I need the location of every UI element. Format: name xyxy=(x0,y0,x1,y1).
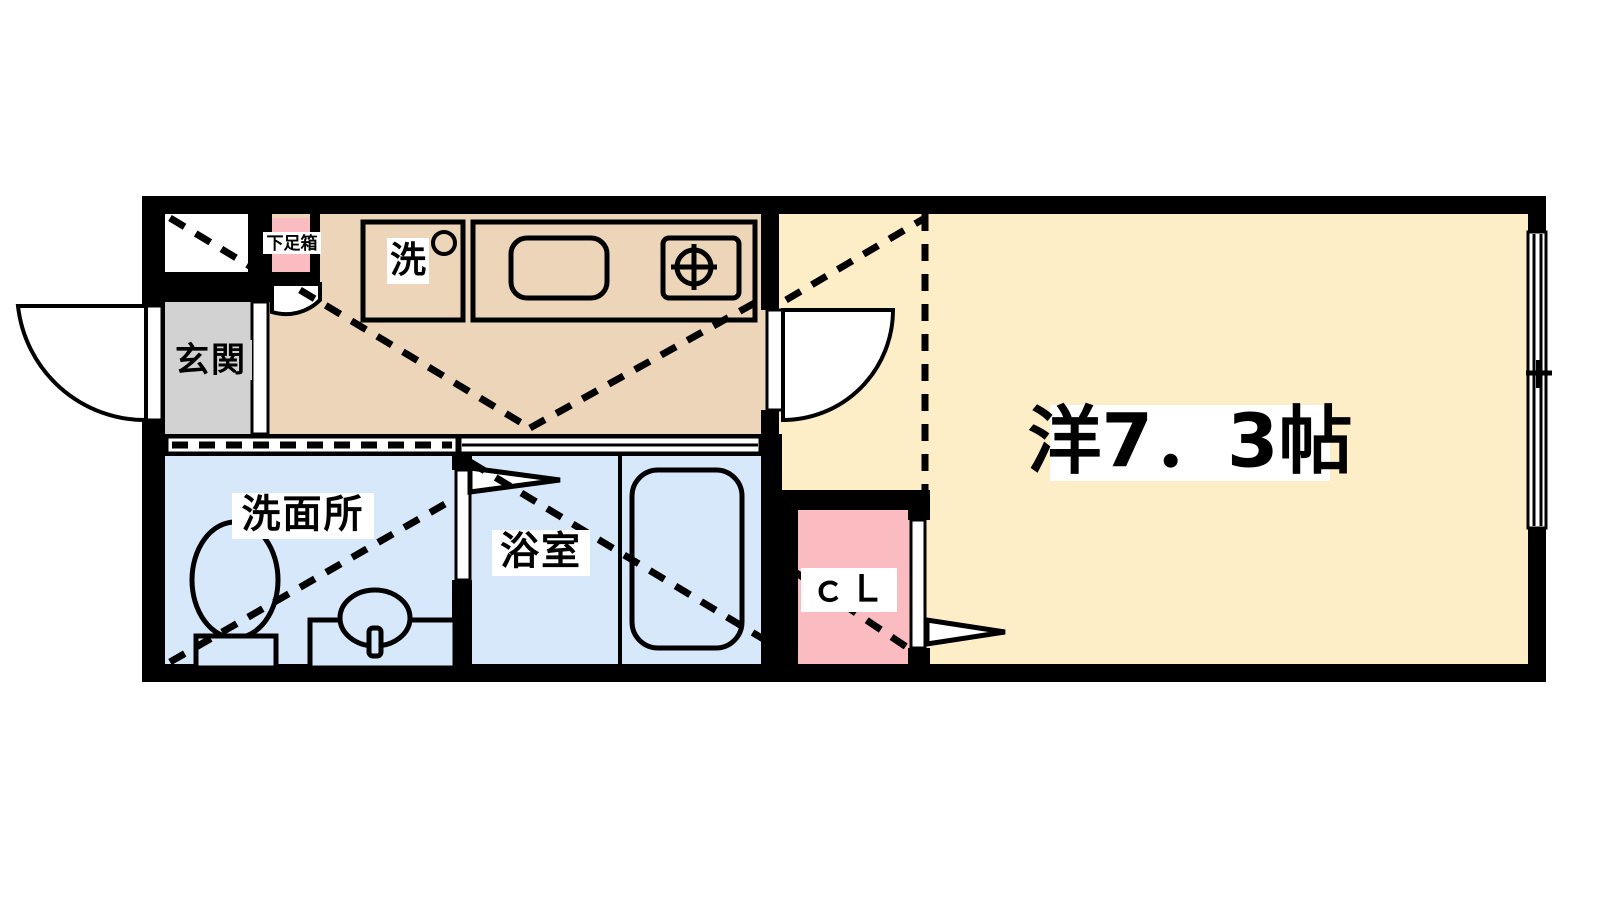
label-washroom-bg xyxy=(232,493,374,539)
entrance-door-leaf[interactable] xyxy=(144,304,164,422)
wall-closet-top xyxy=(782,490,928,510)
wall-entrance-jamb-bottom xyxy=(142,418,165,440)
dash-washroom xyxy=(168,496,454,666)
vanity-faucet xyxy=(366,625,384,659)
washer-drain-circle xyxy=(431,230,457,256)
closet-door-leaf[interactable] xyxy=(909,518,927,650)
wall-bottom xyxy=(142,664,1546,682)
washroom-label: 洗面所 xyxy=(241,493,364,538)
label-washer: 洗 xyxy=(387,238,429,284)
dash-kitchen-2 xyxy=(528,296,762,432)
closet-label: ｃＬ xyxy=(810,569,888,610)
main-room-label: 洋7．3帖 xyxy=(1028,399,1353,485)
wall-closet-left xyxy=(782,490,798,682)
dash-room-diag xyxy=(784,214,927,304)
entrance-inner-jamb xyxy=(250,300,270,436)
room-door-swing xyxy=(781,308,896,423)
entrance-door-swing xyxy=(15,304,148,423)
washer-space-box xyxy=(360,219,466,323)
wall-window-jamb-top xyxy=(1528,196,1546,232)
shoebox-label: 下足箱 xyxy=(267,233,318,254)
label-bathroom-bg xyxy=(492,530,590,576)
washer-label: 洗 xyxy=(390,240,426,281)
label-closet: ｃＬ xyxy=(801,568,897,612)
bath-door-leaf[interactable] xyxy=(454,468,472,582)
gas-stove-body xyxy=(660,235,742,301)
wall-top xyxy=(142,196,1546,214)
label-washroom: 洗面所 xyxy=(232,493,374,539)
wall-shoebox-bottom xyxy=(262,272,320,284)
bathroom-label: 浴室 xyxy=(500,530,582,575)
label-bathroom: 浴室 xyxy=(492,530,590,576)
wall-closet-right-bottom xyxy=(908,648,930,682)
label-main-room: 洋7．3帖 xyxy=(1028,399,1353,485)
label-main-room-bg xyxy=(1050,405,1330,481)
label-shoebox: 下足箱 xyxy=(263,232,321,254)
closet-door-arrow xyxy=(924,617,1006,647)
room-door-leaf[interactable] xyxy=(765,308,785,412)
label-entrance: 玄関 xyxy=(170,340,252,381)
label-closet-bg xyxy=(801,568,897,612)
label-washer-bg xyxy=(387,238,429,284)
dash-meterbox xyxy=(168,215,255,271)
label-entrance-bg xyxy=(170,340,252,380)
kitchen-sink xyxy=(508,235,610,301)
dash-kitchen-1 xyxy=(298,286,532,432)
wall-bathroom-right xyxy=(766,434,782,682)
entrance-label: 玄関 xyxy=(175,341,247,381)
kitchen-counter xyxy=(470,219,758,323)
bath-door-arrow xyxy=(467,465,561,495)
wall-window-jamb-bottom xyxy=(1528,528,1546,682)
door-leaves xyxy=(144,230,1552,650)
label-shoebox-bg xyxy=(263,232,321,254)
door-swings xyxy=(15,282,896,423)
sliding-door-arrows xyxy=(467,465,1006,647)
wall-hall-room-upper xyxy=(761,196,779,310)
